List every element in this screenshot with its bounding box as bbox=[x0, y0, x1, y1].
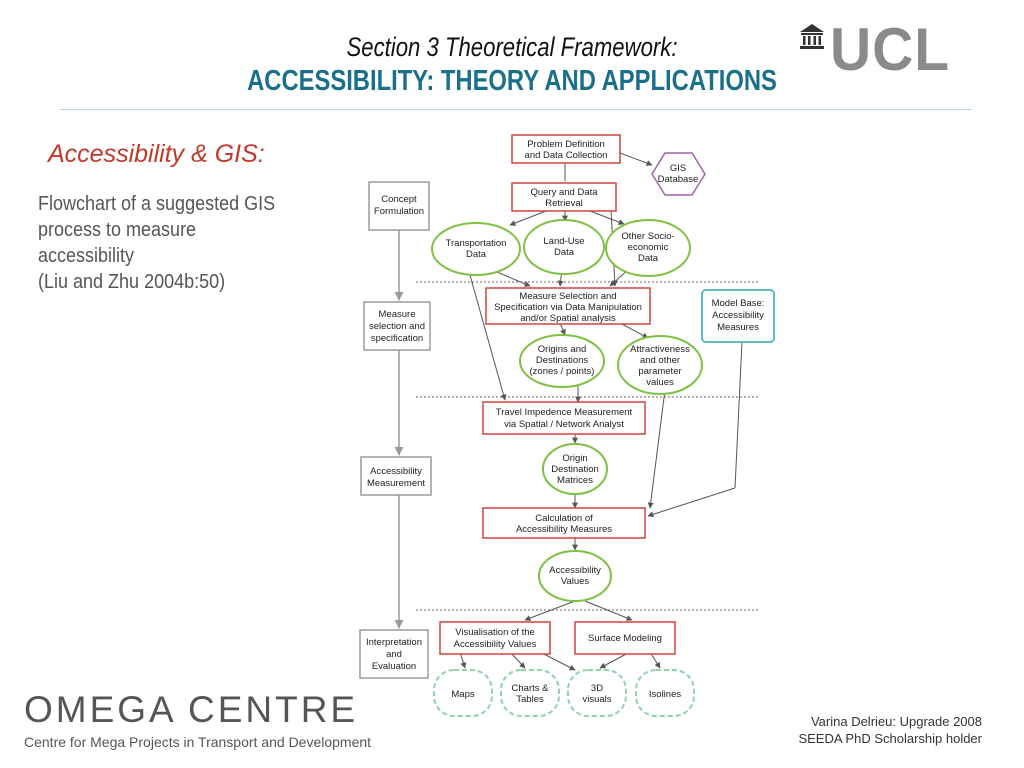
data-ellipse: Attractiveness and other parameter value… bbox=[617, 335, 703, 395]
process-label: Retrieval bbox=[545, 198, 583, 209]
database-label: Database bbox=[658, 174, 699, 185]
data-label: Destination bbox=[551, 464, 599, 475]
description-line: Flowchart of a suggested GIS bbox=[38, 193, 276, 215]
credit-line: SEEDA PhD Scholarship holder bbox=[798, 731, 982, 746]
gis-database-hexagon: GIS Database bbox=[651, 152, 706, 196]
process-label: Accessibility Values bbox=[454, 639, 537, 650]
stage-label: and bbox=[386, 649, 402, 660]
process-label: and/or Spatial analysis bbox=[520, 313, 616, 324]
omega-centre-name: OMEGA CENTRE bbox=[24, 689, 359, 730]
data-label: Destinations bbox=[536, 355, 589, 366]
stage-label: Concept bbox=[381, 194, 417, 205]
data-label: Origin bbox=[562, 453, 587, 464]
stage-label: Accessibility bbox=[370, 466, 422, 477]
data-label: economic bbox=[628, 242, 669, 253]
data-label: Data bbox=[466, 249, 487, 260]
omega-centre-logo: OMEGA CENTRE Centre for Mega Projects in… bbox=[24, 689, 372, 751]
process-label: Specification via Data Manipulation bbox=[494, 302, 642, 313]
output-label: Maps bbox=[451, 689, 474, 700]
data-label: Transportation bbox=[446, 238, 507, 249]
data-label: (zones / points) bbox=[530, 366, 595, 377]
omega-centre-subtitle: Centre for Mega Projects in Transport an… bbox=[24, 734, 372, 750]
data-label: parameter bbox=[638, 366, 681, 377]
process-label: Surface Modeling bbox=[588, 633, 662, 644]
data-ellipse: Origin Destination Matrices bbox=[542, 443, 608, 495]
process-box: Problem Definition and Data Collection bbox=[511, 134, 621, 164]
process-box: Query and Data Retrieval bbox=[511, 182, 617, 212]
data-ellipse: Other Socio- economic Data bbox=[605, 219, 691, 277]
output-shape: Isolines bbox=[635, 669, 695, 717]
stage-label: specification bbox=[371, 333, 423, 344]
data-label: Other Socio- bbox=[621, 231, 674, 242]
description-line: accessibility bbox=[38, 245, 135, 267]
data-label: Attractiveness bbox=[630, 344, 690, 355]
data-ellipse: Transportation Data bbox=[431, 222, 521, 276]
data-ellipse: Origins and Destinations (zones / points… bbox=[519, 334, 605, 388]
stage-box: Interpretation and Evaluation bbox=[359, 629, 429, 679]
stage-label: selection and bbox=[369, 321, 425, 332]
process-box: Measure Selection and Specification via … bbox=[485, 287, 651, 325]
process-box: Surface Modeling bbox=[574, 621, 676, 655]
data-label: Values bbox=[561, 576, 590, 587]
data-label: values bbox=[646, 377, 674, 388]
stage-label: Measure bbox=[379, 309, 416, 320]
portico-icon bbox=[800, 24, 824, 49]
author-credit: Varina Delrieu: Upgrade 2008 SEEDA PhD S… bbox=[798, 713, 982, 747]
output-shape: 3D visuals bbox=[567, 669, 627, 717]
title-section: Section 3 Theoretical Framework: bbox=[346, 32, 678, 62]
description-line: process to measure bbox=[38, 219, 197, 241]
process-label: Travel Impedence Measurement bbox=[496, 407, 633, 418]
output-shape: Maps bbox=[433, 669, 493, 717]
diagram-description: Flowchart of a suggested GIS process to … bbox=[38, 191, 308, 295]
output-shape: Charts & Tables bbox=[500, 669, 560, 717]
stage-dividers bbox=[416, 281, 760, 611]
database-label: GIS bbox=[670, 163, 686, 174]
ucl-wordmark: UCL bbox=[830, 16, 950, 83]
slide-title: Section 3 Theoretical Framework: ACCESSI… bbox=[0, 32, 1024, 98]
stage-label: Measurement bbox=[367, 478, 425, 489]
stage-label: Interpretation bbox=[366, 637, 422, 648]
output-label: Isolines bbox=[649, 689, 681, 700]
stage-label: Formulation bbox=[374, 206, 424, 217]
data-label: Data bbox=[638, 253, 659, 264]
model-base-label: Measures bbox=[717, 322, 759, 333]
description-line: (Liu and Zhu 2004b:50) bbox=[38, 271, 226, 293]
data-label: Data bbox=[554, 247, 575, 258]
model-base-label: Model Base: bbox=[712, 298, 765, 309]
stage-label: Evaluation bbox=[372, 661, 416, 672]
data-ellipse: Land-Use Data bbox=[523, 219, 605, 275]
data-label: Land-Use bbox=[543, 236, 584, 247]
stage-box: Accessibility Measurement bbox=[360, 456, 432, 496]
process-label: Visualisation of the bbox=[455, 627, 535, 638]
process-label: and Data Collection bbox=[525, 150, 608, 161]
stage-box: Measure selection and specification bbox=[363, 301, 431, 351]
output-label: visuals bbox=[582, 694, 611, 705]
stage-box: Concept Formulation bbox=[368, 181, 430, 231]
data-label: and other bbox=[640, 355, 680, 366]
model-base-label: Accessibility bbox=[712, 310, 764, 321]
process-box: Calculation of Accessibility Measures bbox=[482, 507, 646, 539]
process-label: Query and Data bbox=[530, 187, 598, 198]
title-divider bbox=[60, 109, 972, 110]
process-label: Calculation of bbox=[535, 513, 593, 524]
process-box: Travel Impedence Measurement via Spatial… bbox=[482, 401, 646, 435]
process-label: Problem Definition bbox=[527, 139, 605, 150]
gis-accessibility-flowchart: Concept Formulation Measure selection an… bbox=[359, 134, 775, 717]
process-label: Measure Selection and bbox=[519, 291, 616, 302]
process-label: via Spatial / Network Analyst bbox=[504, 419, 624, 430]
data-label: Origins and bbox=[538, 344, 587, 355]
output-label: 3D bbox=[591, 683, 603, 694]
ucl-logo: UCL bbox=[800, 16, 990, 83]
data-ellipse: Accessibility Values bbox=[538, 550, 612, 602]
output-label: Charts & bbox=[512, 683, 550, 694]
model-base-box: Model Base: Accessibility Measures bbox=[701, 289, 775, 343]
process-box: Visualisation of the Accessibility Value… bbox=[439, 621, 551, 655]
data-label: Accessibility bbox=[549, 565, 601, 576]
process-label: Accessibility Measures bbox=[516, 524, 612, 535]
output-label: Tables bbox=[516, 694, 544, 705]
credit-line: Varina Delrieu: Upgrade 2008 bbox=[810, 714, 982, 729]
title-main: ACCESSIBILITY: THEORY AND APPLICATIONS bbox=[247, 65, 777, 97]
section-subheading: Accessibility & GIS: bbox=[48, 140, 265, 168]
data-label: Matrices bbox=[557, 475, 593, 486]
